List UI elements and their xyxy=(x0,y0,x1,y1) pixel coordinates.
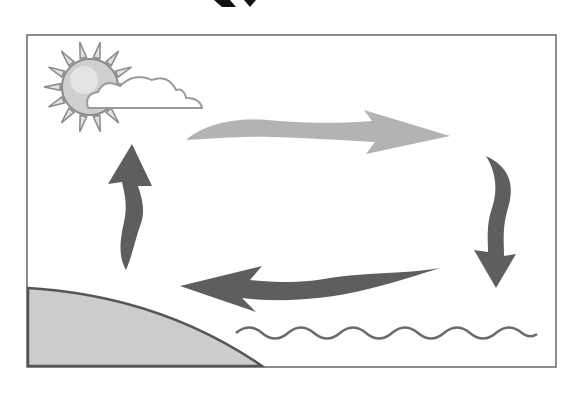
sun-ray xyxy=(60,50,76,67)
sea-waves-icon xyxy=(235,326,538,340)
arrow-clouds-drifting-right xyxy=(186,110,450,154)
arrow-evaporation-up xyxy=(108,144,152,270)
sun-ray xyxy=(92,114,101,133)
title-fragment xyxy=(214,0,256,7)
sun-ray xyxy=(114,66,132,79)
sun-ray xyxy=(60,107,76,124)
sun-ray xyxy=(48,95,66,108)
sun-ray xyxy=(43,82,61,92)
sun-ray xyxy=(48,66,66,79)
land-hill-icon xyxy=(26,286,267,368)
cloud-icon xyxy=(86,76,204,109)
sun-ray xyxy=(104,107,120,124)
arrow-precipitation-down xyxy=(474,156,516,288)
sun-ray xyxy=(79,114,88,133)
arrow-flow-left-to-land xyxy=(180,266,440,312)
sun-ray xyxy=(92,41,101,60)
sun-ray xyxy=(104,50,120,67)
sun-ray xyxy=(79,41,88,60)
sun-icon xyxy=(43,41,137,133)
